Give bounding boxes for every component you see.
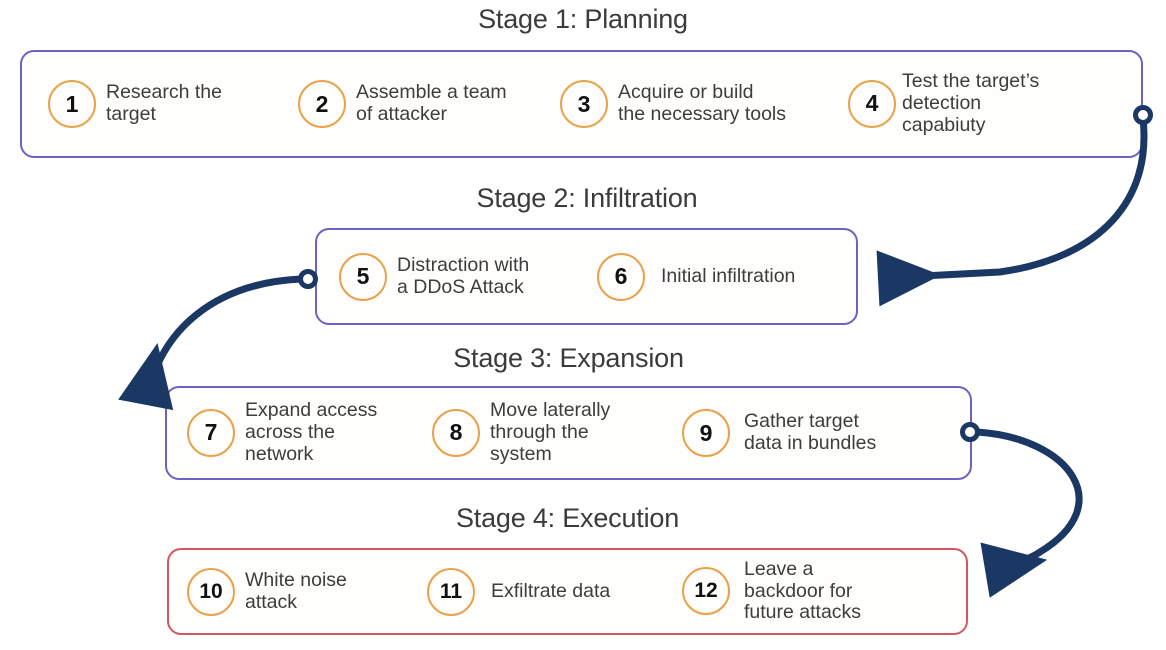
- step-number-badge: 10: [187, 567, 235, 616]
- step-item-4[interactable]: 4 Test the target’s detection capabiuty: [848, 70, 1098, 136]
- step-item-1[interactable]: 1 Research the target: [48, 80, 288, 128]
- step-item-7[interactable]: 7 Expand access across the network: [187, 399, 432, 465]
- step-label: Leave a backdoor for future attacks: [744, 557, 862, 624]
- step-label: Gather target data in bundles: [744, 410, 877, 454]
- connector-path: [976, 428, 1083, 598]
- step-number-badge: 12: [682, 567, 730, 616]
- stage-4-box: 10 White noise attack 11 Exfiltrate data…: [167, 548, 968, 635]
- step-label: Assemble a team of attacker: [356, 81, 507, 125]
- step-number-badge: 6: [597, 252, 645, 301]
- connector-path: [118, 275, 302, 411]
- stage-2-title: Stage 2: Infiltration: [476, 183, 698, 213]
- connector-stage2-to-stage3: [118, 269, 318, 411]
- step-label: Expand access across the network: [245, 399, 378, 465]
- step-number-badge: 4: [848, 79, 896, 128]
- step-number-badge: 9: [682, 409, 730, 457]
- step-item-2[interactable]: 2 Assemble a team of attacker: [298, 80, 560, 128]
- step-item-10[interactable]: 10 White noise attack: [187, 567, 427, 616]
- step-label: Test the target’s detection capabiuty: [902, 70, 1040, 136]
- step-item-9[interactable]: 9 Gather target data in bundles: [682, 409, 932, 457]
- stage-1-box: 1 Research the target 2 Assemble a team …: [20, 50, 1143, 158]
- step-item-8[interactable]: 8 Move laterally through the system: [432, 399, 682, 465]
- step-label: Acquire or build the necessary tools: [618, 81, 787, 125]
- step-label: Distraction with a DDoS Attack: [397, 253, 530, 298]
- step-label: Research the target: [106, 81, 222, 125]
- step-label: Exfiltrate data: [491, 579, 611, 602]
- step-number-badge: 5: [339, 252, 387, 301]
- step-number-badge: 3: [560, 80, 608, 128]
- step-item-6[interactable]: 6 Initial infiltration: [597, 252, 847, 301]
- connector-start-dot: [298, 269, 318, 289]
- step-number-badge: 1: [48, 80, 96, 128]
- stage-3-title: Stage 3: Expansion: [453, 343, 684, 373]
- step-label: Move laterally through the system: [490, 399, 611, 465]
- stage-1-title: Stage 1: Planning: [478, 4, 688, 34]
- step-item-11[interactable]: 11 Exfiltrate data: [427, 567, 682, 616]
- step-number-badge: 11: [427, 567, 475, 616]
- step-label: White noise attack: [245, 568, 347, 613]
- step-item-5[interactable]: 5 Distraction with a DDoS Attack: [339, 252, 597, 301]
- step-item-12[interactable]: 12 Leave a backdoor for future attacks: [682, 557, 922, 624]
- step-number-badge: 7: [187, 408, 235, 457]
- stage-3-box: 7 Expand access across the network 8 Mov…: [165, 386, 972, 480]
- stage-4-title: Stage 4: Execution: [455, 503, 680, 533]
- step-number-badge: 8: [432, 408, 480, 457]
- stage-2-box: 5 Distraction with a DDoS Attack 6 Initi…: [315, 228, 858, 325]
- step-item-3[interactable]: 3 Acquire or build the necessary tools: [560, 80, 848, 128]
- step-number-badge: 2: [298, 80, 346, 128]
- connector-stage3-to-stage4: [960, 422, 1083, 598]
- step-label: Initial infiltration: [661, 264, 796, 287]
